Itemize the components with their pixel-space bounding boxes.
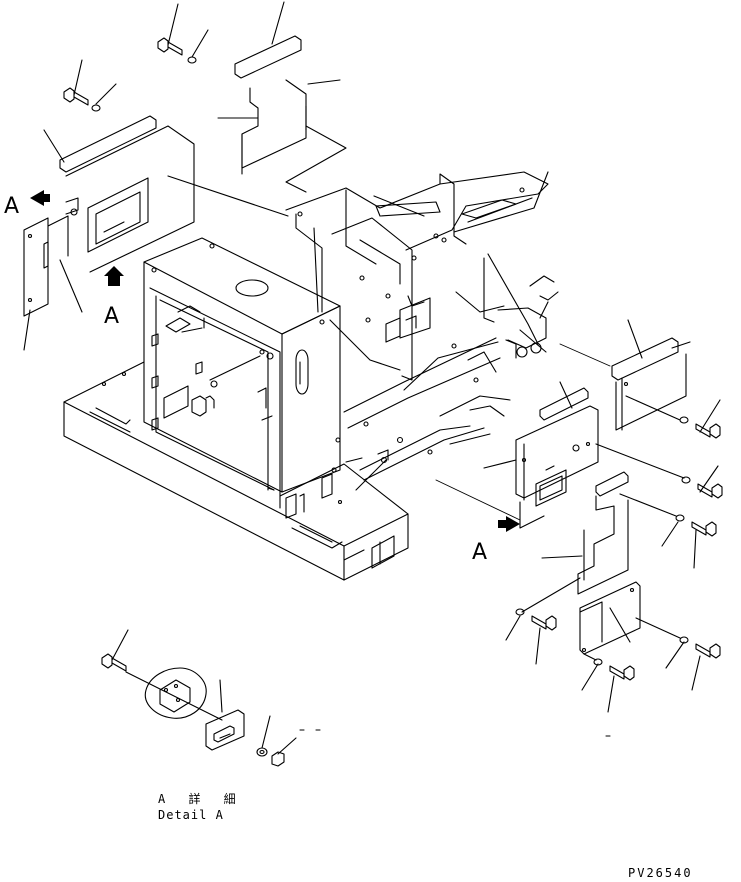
callout-label-a-left: A <box>4 194 20 219</box>
upper-frame <box>285 171 559 381</box>
right-lower-panels <box>505 471 721 713</box>
figure-number: PV26540 <box>628 866 693 880</box>
lower-frame <box>343 337 517 491</box>
callout-arrow-right <box>498 516 520 532</box>
callout-label-a-center: A <box>104 304 120 329</box>
base-beam <box>63 361 409 581</box>
top-bolt-group <box>157 3 209 64</box>
detail-a-label-english: Detail A <box>158 808 224 822</box>
detail-a-view <box>101 629 611 767</box>
callout-arrow-left <box>30 190 50 206</box>
top-cover-plate <box>217 1 347 193</box>
detail-a-label-japanese: A 詳 細 <box>158 792 244 806</box>
callout-arrow-up <box>104 266 124 286</box>
leader-line <box>435 479 521 521</box>
left-side-panel <box>23 115 289 351</box>
callout-label-a-right: A <box>472 540 488 565</box>
right-upper-panel <box>611 319 721 439</box>
right-middle-panel <box>483 381 723 529</box>
main-box-housing <box>143 237 341 519</box>
left-bolt-group <box>63 59 117 112</box>
leader-line <box>559 343 611 367</box>
